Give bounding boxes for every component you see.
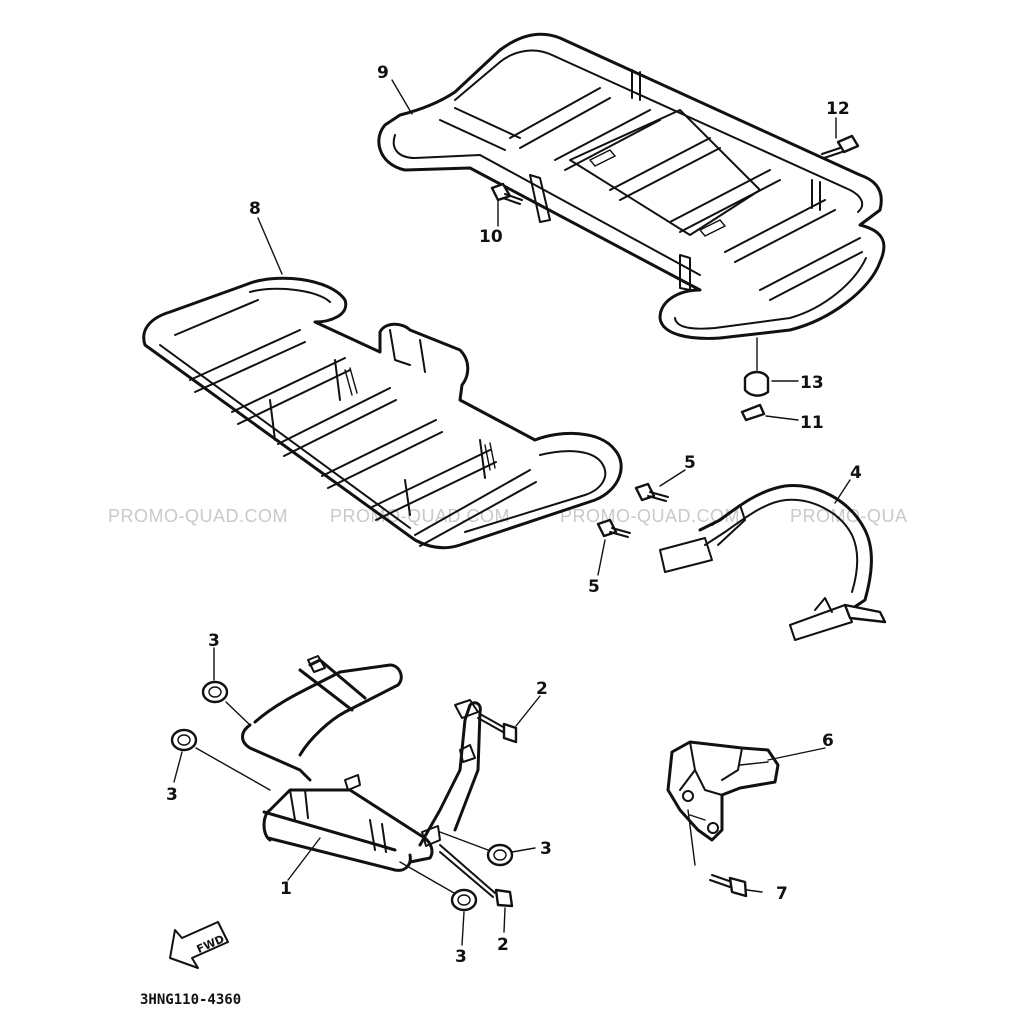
bolt-part-10	[490, 182, 523, 205]
bolt-part-12	[821, 134, 860, 159]
callout-10: 10	[479, 227, 503, 247]
fwd-label: FWD	[195, 932, 227, 956]
callout-4: 4	[850, 463, 862, 483]
diagram-code: 3HNG110-4360	[140, 992, 241, 1008]
callout-2-lower: 2	[497, 935, 509, 955]
collar-part-11	[740, 403, 766, 422]
callout-5-lower: 5	[588, 577, 600, 597]
callout-1: 1	[280, 879, 292, 899]
grommet-part-3-a	[201, 680, 251, 726]
callout-8: 8	[249, 199, 261, 219]
leader-lines	[173, 79, 851, 946]
front-carrier-part-8	[142, 276, 623, 550]
callout-6: 6	[822, 731, 834, 751]
clip-nut-part-13	[743, 337, 770, 397]
bolt-part-5-upper	[634, 482, 669, 502]
grommet-part-3-d	[399, 861, 478, 912]
callout-11: 11	[800, 413, 824, 433]
callout-3-c: 3	[540, 839, 552, 859]
bolt-part-2-lower	[439, 844, 514, 908]
grommet-part-3-b	[170, 728, 271, 791]
grommet-part-3-c	[439, 831, 514, 867]
bolt-part-7	[709, 874, 748, 898]
callout-5-upper: 5	[684, 453, 696, 473]
callout-13: 13	[800, 373, 824, 393]
fwd-arrow-icon: FWD	[169, 921, 229, 969]
callout-3-d: 3	[455, 947, 467, 967]
watermark-text: PROMO-QUAD.COM	[330, 506, 510, 526]
bolt-part-5-lower	[596, 518, 631, 538]
rear-carrier-part-9	[377, 32, 886, 340]
bumper-part-1	[241, 655, 482, 872]
watermark-text: PROMO-QUA	[790, 506, 908, 526]
bracket-part-6	[666, 740, 780, 866]
watermark-layer: PROMO-QUAD.COM PROMO-QUAD.COM PROMO-QUAD…	[108, 506, 908, 526]
callout-3-b: 3	[166, 785, 178, 805]
callout-7: 7	[776, 884, 788, 904]
callout-3-a: 3	[208, 631, 220, 651]
bolt-part-2-upper	[477, 713, 518, 744]
watermark-text: PROMO-QUAD.COM	[108, 506, 288, 526]
guard-part-4	[659, 483, 887, 641]
callout-2-upper: 2	[536, 679, 548, 699]
callout-layer: 9 8 12 10 13 11 5 5 4 6 7 2 2 3 3 3 3 1	[166, 63, 862, 967]
callout-12: 12	[826, 99, 850, 119]
callout-9: 9	[377, 63, 389, 83]
